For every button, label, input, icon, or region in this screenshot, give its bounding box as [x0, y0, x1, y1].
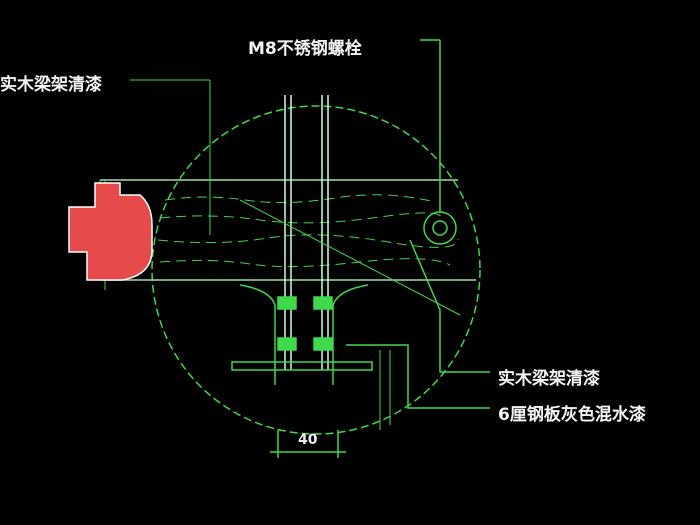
label-beam-top-left: 实木梁架清漆: [0, 75, 102, 95]
label-beam-right: 实木梁架清漆: [498, 369, 600, 389]
steel-plate: [231, 284, 373, 385]
logo-watermark: [68, 182, 153, 281]
label-bolt: M8不锈钢螺栓: [248, 39, 362, 59]
label-steel-plate: 6厘钢板灰色混水漆: [498, 405, 646, 425]
bolt-head: [423, 211, 457, 245]
detail-circle: [151, 105, 481, 435]
wood-grain: [157, 194, 459, 268]
dimension-label: 40: [298, 432, 318, 448]
